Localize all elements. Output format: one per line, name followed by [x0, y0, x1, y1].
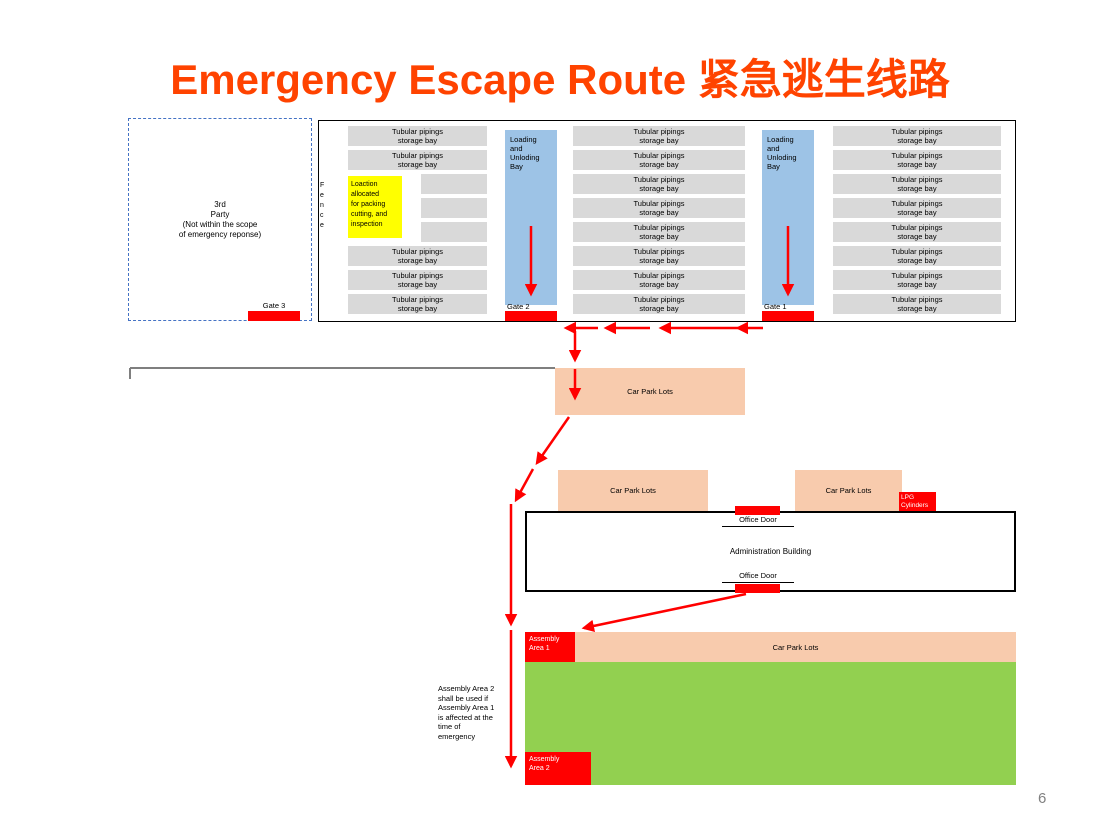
- gate2-door-bar: [505, 311, 557, 321]
- storage-bay: Tubular pipings storage bay: [573, 222, 745, 242]
- gate1-label: Gate 1: [764, 302, 787, 311]
- storage-bay: Tubular pipings storage bay: [833, 246, 1001, 266]
- office-door-bottom-label: Office Door: [722, 571, 794, 583]
- car-park-label: Car Park Lots: [825, 486, 872, 495]
- storage-bay: Tubular pipings storage bay: [573, 246, 745, 266]
- assembly-note: Assembly Area 2 shall be used if Assembl…: [438, 684, 495, 741]
- car-park-label: Car Park Lots: [627, 387, 673, 396]
- escape-arrow: [535, 416, 571, 466]
- gate2-label: Gate 2: [507, 302, 530, 311]
- storage-bay: Tubular pipings storage bay: [573, 126, 745, 146]
- storage-bay: Tubular pipings storage bay: [348, 270, 487, 290]
- storage-bay: Tubular pipings storage bay: [573, 174, 745, 194]
- storage-bay: Tubular pipings storage bay: [348, 150, 487, 170]
- open-field: [525, 662, 1016, 785]
- storage-bay-empty: [421, 174, 487, 194]
- storage-bay: Tubular pipings storage bay: [833, 126, 1001, 146]
- gate3-door-bar: [248, 311, 300, 321]
- office-door-top-label: Office Door: [722, 515, 794, 527]
- storage-bay: Tubular pipings storage bay: [348, 294, 487, 314]
- car-park-lot: Car Park Lots: [795, 470, 902, 511]
- storage-bay: Tubular pipings storage bay: [833, 270, 1001, 290]
- third-party-area: 3rd Party (Not within the scope of emerg…: [128, 118, 312, 321]
- gate1-door-bar: [762, 311, 814, 321]
- packing-area-note: Loaction allocated for packing cutting, …: [348, 176, 402, 238]
- car-park-lot: Car Park Lots: [575, 632, 1016, 662]
- storage-bay: Tubular pipings storage bay: [573, 270, 745, 290]
- storage-bay: Tubular pipings storage bay: [833, 174, 1001, 194]
- loading-bay-gate1: Loading and Unloding Bay: [762, 130, 814, 305]
- page-title: Emergency Escape Route 紧急逃生线路: [170, 56, 950, 103]
- car-park-label: Car Park Lots: [610, 486, 656, 495]
- storage-bay: Tubular pipings storage bay: [348, 126, 487, 146]
- storage-bay: Tubular pipings storage bay: [833, 294, 1001, 314]
- storage-bay: Tubular pipings storage bay: [833, 222, 1001, 242]
- car-park-label: Car Park Lots: [772, 642, 819, 652]
- storage-bay: Tubular pipings storage bay: [833, 150, 1001, 170]
- storage-bay: Tubular pipings storage bay: [573, 150, 745, 170]
- storage-bay: Tubular pipings storage bay: [573, 198, 745, 218]
- assembly-area-1: Assembly Area 1: [525, 632, 575, 662]
- third-party-note: 3rd Party (Not within the scope of emerg…: [178, 199, 262, 239]
- car-park-lot: Car Park Lots: [555, 368, 745, 415]
- storage-bay: Tubular pipings storage bay: [573, 294, 745, 314]
- fence-label: F e n c e: [320, 182, 325, 229]
- office-door-bottom-bar: [735, 584, 780, 593]
- storage-bay: Tubular pipings storage bay: [348, 246, 487, 266]
- car-park-lot: Car Park Lots: [558, 470, 708, 511]
- escape-arrow: [581, 592, 747, 633]
- storage-bay-empty: [421, 222, 487, 242]
- administration-building-label: Administration Building: [729, 547, 812, 556]
- storage-bay: Tubular pipings storage bay: [833, 198, 1001, 218]
- loading-bay-gate2: Loading and Unloding Bay: [505, 130, 557, 305]
- assembly-area-2: Assembly Area 2: [525, 752, 591, 785]
- page-number: 6: [1038, 790, 1047, 807]
- gate3-label: Gate 3: [262, 301, 286, 310]
- escape-arrow: [514, 468, 535, 503]
- office-door-top-bar: [735, 506, 780, 515]
- storage-bay-empty: [421, 198, 487, 218]
